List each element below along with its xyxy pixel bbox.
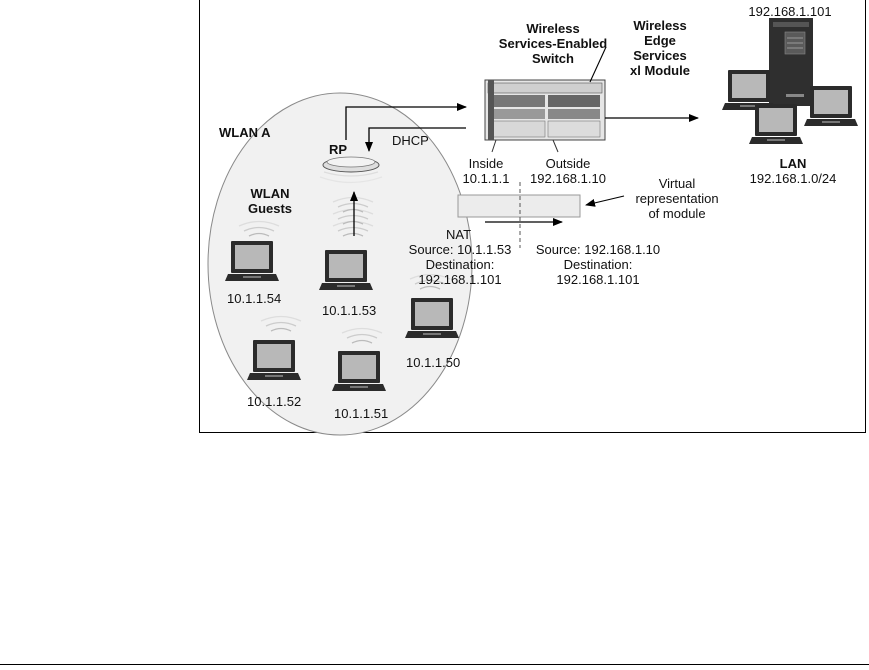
wlan-a-label: WLAN A	[219, 125, 271, 140]
nat-label: NAT	[446, 227, 472, 242]
module-callout-line	[589, 46, 607, 83]
client-laptop-icon	[319, 250, 373, 290]
client-ip-label: 10.1.1.54	[227, 291, 282, 306]
module-title: Wireless Edge Services xl Module	[630, 18, 690, 78]
outside-label: Outside 192.168.1.10	[530, 156, 606, 186]
virtual-module-box	[457, 194, 581, 218]
wlan-guests-label: WLAN Guests	[247, 186, 293, 216]
switch-chassis-icon	[484, 79, 606, 141]
lan-laptop-icon	[749, 104, 803, 144]
client-ip-label: 10.1.1.50	[406, 355, 461, 370]
switch-title: Wireless Services-Enabled Switch	[498, 21, 608, 66]
client-ip-label: 10.1.1.52	[247, 394, 302, 409]
lan-label: LAN 192.168.1.0/24	[749, 156, 837, 186]
virtual-callout-arrow	[585, 195, 625, 207]
virtual-representation-label: Virtual representation of module	[635, 176, 719, 221]
rp-label: RP	[329, 142, 348, 157]
client-laptop-icon	[247, 340, 301, 380]
client-laptop-icon	[405, 298, 459, 338]
dhcp-arrow	[365, 127, 466, 152]
client-laptop-icon	[332, 351, 386, 391]
server-icon	[769, 18, 813, 106]
client-laptop-icon	[225, 241, 279, 281]
footer-rule	[0, 664, 869, 665]
inside-callout-line	[491, 139, 497, 153]
inside-label: Inside 10.1.1.1	[462, 156, 510, 186]
server-ip-label: 192.168.1.101	[748, 4, 832, 19]
client-ip-label: 10.1.1.51	[334, 406, 389, 421]
ap-to-switch-arrow	[345, 103, 467, 140]
lan-laptop-icon	[804, 86, 858, 126]
nat-inside-packet: Source: 10.1.1.53 Destination: 192.168.1…	[408, 242, 512, 287]
outside-callout-line	[552, 139, 559, 153]
dhcp-label: DHCP	[392, 133, 429, 148]
client-ip-label: 10.1.1.53	[322, 303, 377, 318]
access-point-icon	[319, 156, 383, 184]
nat-outside-packet: Source: 192.168.1.10 Destination: 192.16…	[535, 242, 661, 287]
